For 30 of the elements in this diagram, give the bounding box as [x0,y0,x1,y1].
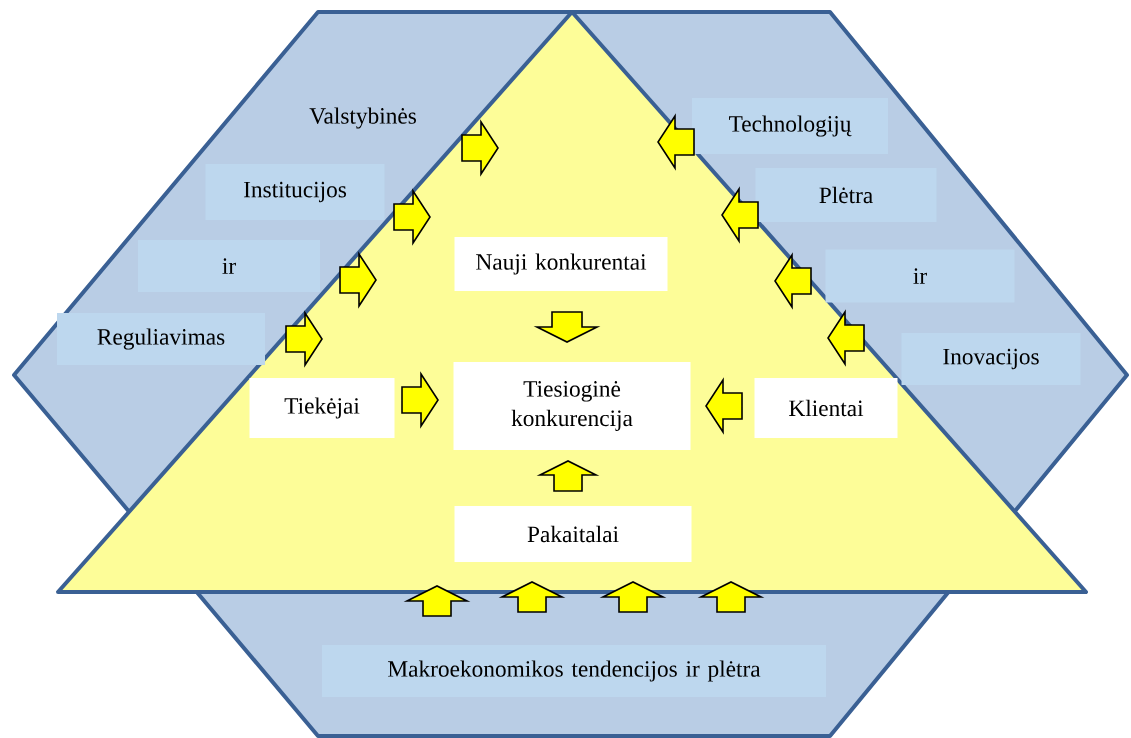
label-box: ir [138,240,320,292]
block-arrow [498,581,566,613]
label-box: Makroekonomikos tendencijos ir plėtra [322,645,826,697]
force-box: Tiekėjai [249,378,395,438]
label-box: ir [825,249,1015,303]
block-arrow [533,311,601,343]
block-arrow [721,186,759,244]
block-arrow [461,119,499,177]
label-box: Inovacijos [901,333,1081,385]
force-box: Pakaitalai [454,506,692,562]
force-box: Tiesioginė konkurencija [453,362,691,450]
block-arrow [401,371,439,429]
block-arrow [393,188,431,246]
force-box: Nauji konkurentai [454,237,668,291]
block-arrow [697,581,765,613]
block-arrow [705,377,743,435]
label-box: Reguliavimas [57,313,265,365]
block-arrow [657,113,695,171]
block-arrow [774,252,812,310]
block-arrow [536,460,600,492]
block-arrow [339,251,377,309]
block-arrow [285,310,323,368]
block-arrow [599,581,667,613]
band-label: Valstybinės [309,107,416,129]
block-arrow [403,585,471,617]
block-arrow [827,309,865,367]
force-box: Klientai [754,378,898,438]
label-box: Technologijų [692,98,888,154]
label-box: Institucijos [205,164,385,220]
label-box: Plėtra [755,168,937,222]
